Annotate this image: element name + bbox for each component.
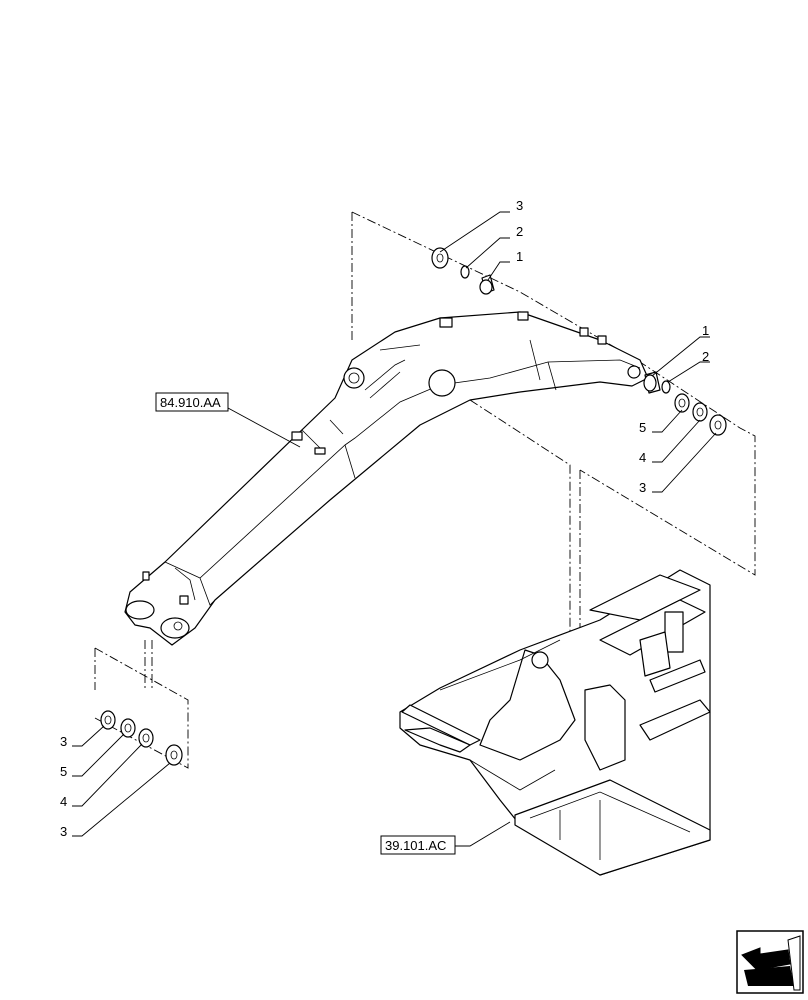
- callout-leaders: [72, 211, 717, 847]
- parts-top-group: [431, 247, 495, 295]
- reference-boom-label: 84.910.AA: [160, 395, 221, 410]
- callout-top-washer: 3: [516, 198, 523, 213]
- callout-top-ring: 2: [516, 224, 523, 239]
- parts-left-group: [100, 710, 183, 766]
- reference-frame-label: 39.101.AC: [385, 838, 446, 853]
- callout-left-shim-5: 5: [60, 764, 67, 779]
- reference-boom[interactable]: 84.910.AA: [155, 392, 229, 412]
- frame-assembly: [399, 569, 711, 876]
- callout-left-washer-b: 3: [60, 824, 67, 839]
- parts-right-group: [643, 371, 727, 436]
- reference-frame[interactable]: 39.101.AC: [380, 835, 456, 855]
- callout-right-bushing: 1: [702, 323, 709, 338]
- callout-left-shim-4: 4: [60, 794, 67, 809]
- callout-right-washer: 3: [639, 480, 646, 495]
- boom-assembly: [124, 311, 649, 646]
- callout-right-shim-5: 5: [639, 420, 646, 435]
- callout-right-shim-4: 4: [639, 450, 646, 465]
- callout-top-bushing: 1: [516, 249, 523, 264]
- callout-right-ring: 2: [702, 349, 709, 364]
- callout-labels: 3 2 1 1 2 5 4 3 3 5 4 3: [60, 198, 709, 839]
- callout-left-washer-a: 3: [60, 734, 67, 749]
- arrow-next-icon[interactable]: [736, 930, 804, 994]
